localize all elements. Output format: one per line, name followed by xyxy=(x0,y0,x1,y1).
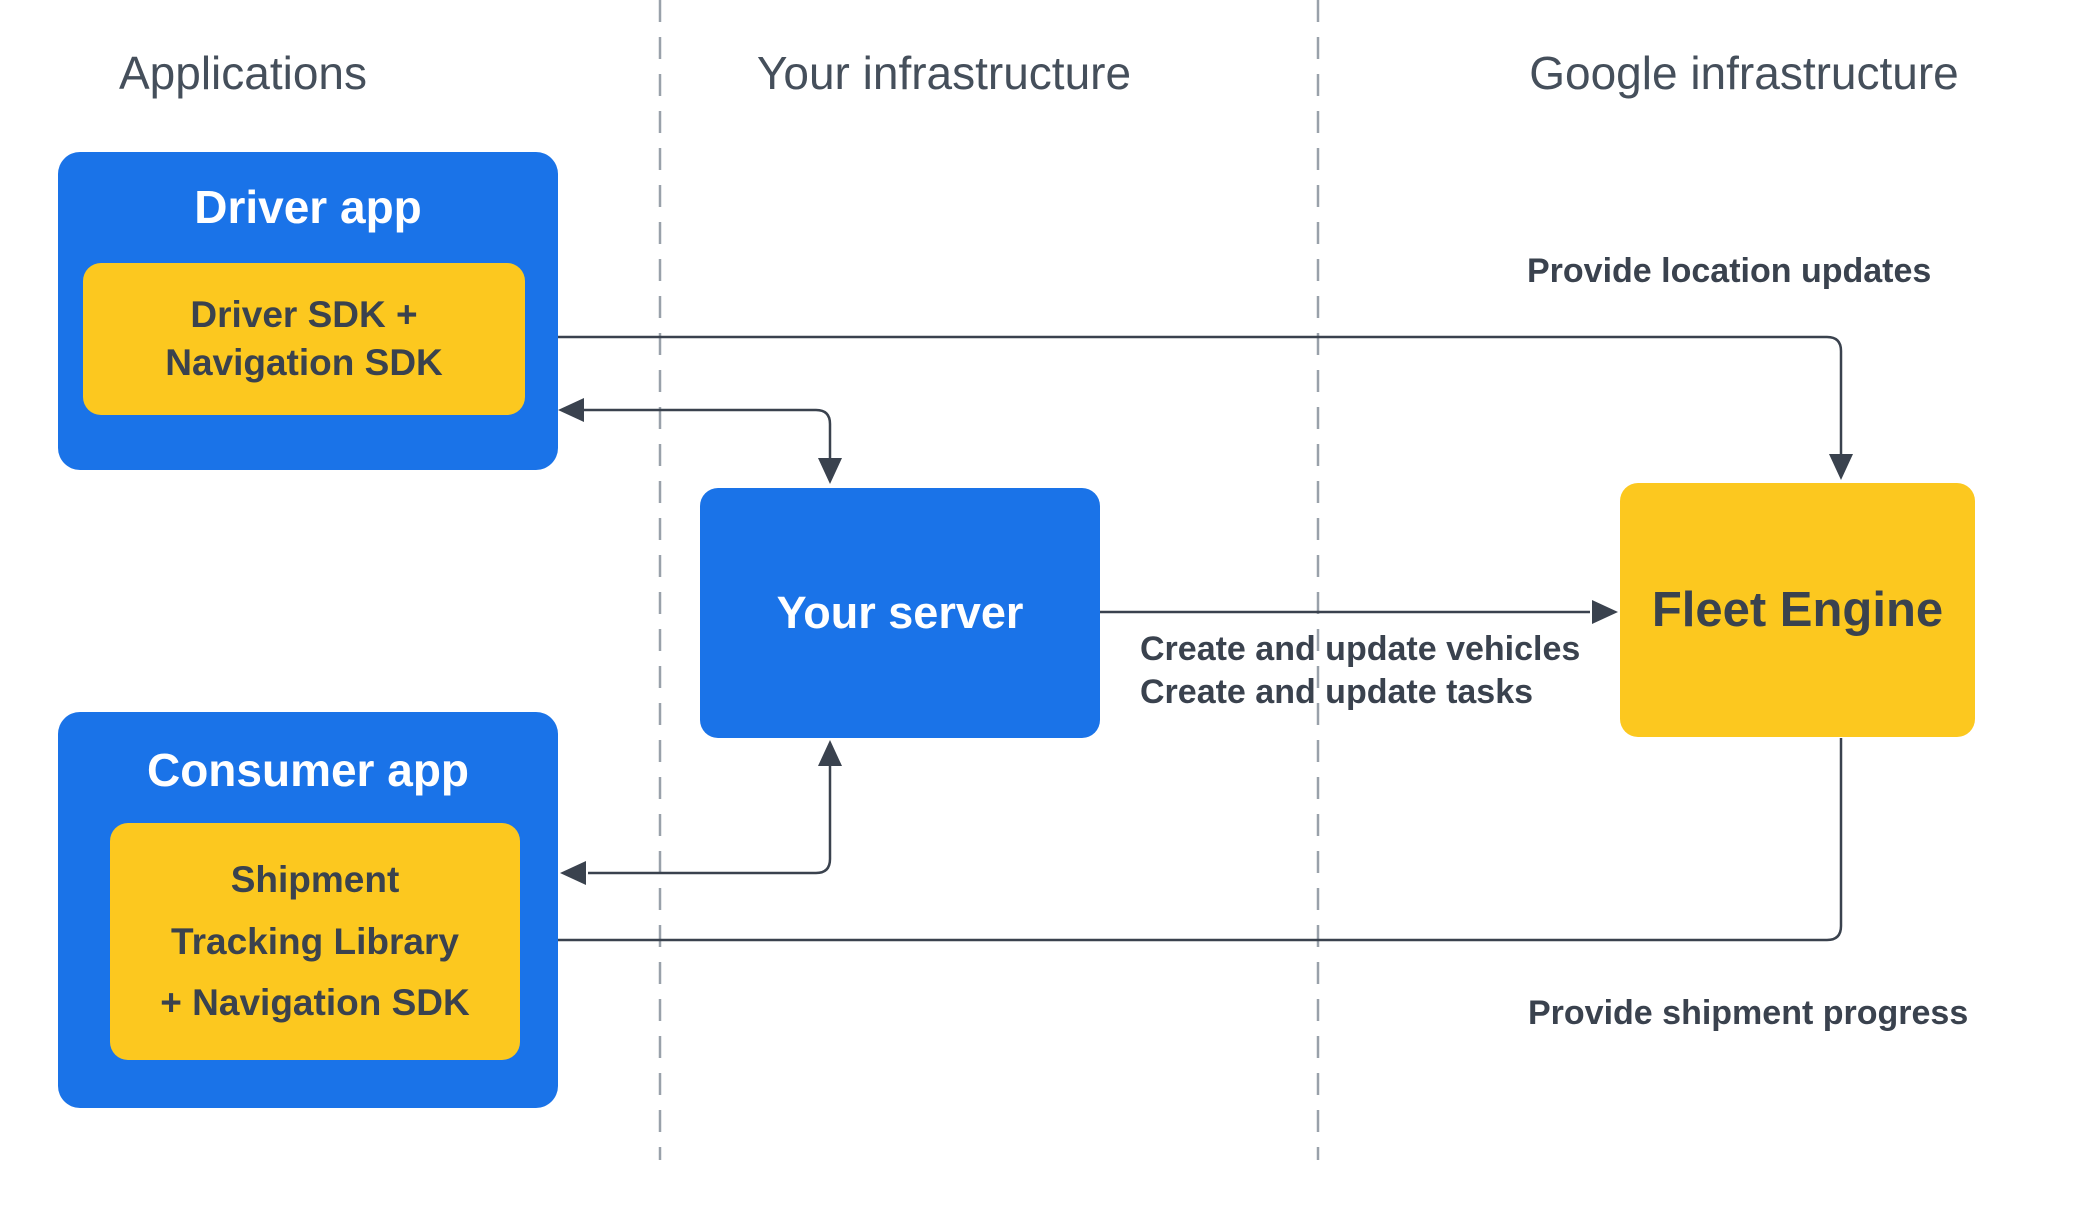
column-header-applications: Applications xyxy=(118,47,368,99)
arrow-location-updates-line xyxy=(553,335,1843,456)
driver-sdk-line-1: Driver SDK + xyxy=(190,293,418,335)
arrow-shipment-progress-line xyxy=(550,738,1843,942)
shipment-library-label: Shipment Tracking Library + Navigation S… xyxy=(160,849,469,1034)
consumer-app-title: Consumer app xyxy=(146,744,470,796)
node-fleet-engine: Fleet Engine xyxy=(1620,483,1975,737)
column-header-google-infrastructure: Google infrastructure xyxy=(1529,47,1959,99)
arrowhead-into-fleet-engine-top xyxy=(1829,454,1853,480)
label-create-update-tasks: Create and update tasks xyxy=(1140,672,1534,711)
node-driver-app: Driver app Driver SDK + Navigation SDK xyxy=(58,152,558,470)
label-provide-shipment-progress: Provide shipment progress xyxy=(1528,994,1969,1032)
node-consumer-app: Consumer app Shipment Tracking Library +… xyxy=(58,712,558,1108)
driver-app-title: Driver app xyxy=(194,181,422,233)
node-your-server: Your server xyxy=(700,488,1100,738)
column-header-your-infrastructure: Your infrastructure xyxy=(756,47,1132,99)
label-provide-location-updates: Provide location updates xyxy=(1527,252,1932,290)
arrowhead-into-your-server-top xyxy=(818,458,842,484)
shipment-library-line-1: Shipment xyxy=(230,858,400,900)
fleet-engine-title: Fleet Engine xyxy=(1651,583,1944,637)
label-create-update-vehicles: Create and update vehicles xyxy=(1140,630,1581,668)
driver-sdk-line-2: Navigation SDK xyxy=(165,342,443,383)
shipment-library-line-2: Tracking Library xyxy=(171,920,459,962)
arrowhead-into-driver-app xyxy=(558,398,584,422)
your-server-title: Your server xyxy=(776,587,1024,638)
node-shipment-tracking-library: Shipment Tracking Library + Navigation S… xyxy=(110,823,520,1060)
arrow-driver-app-server-line xyxy=(584,408,832,460)
arrow-consumer-app-server-line xyxy=(588,766,832,875)
arrowhead-into-fleet-engine-left xyxy=(1592,600,1618,624)
driver-sdk-label: Driver SDK + Navigation SDK xyxy=(165,291,443,387)
arrowhead-into-consumer-app xyxy=(560,861,586,885)
arrowhead-into-your-server-bottom xyxy=(818,740,842,766)
node-driver-sdk: Driver SDK + Navigation SDK xyxy=(83,263,525,415)
shipment-library-line-3: + Navigation SDK xyxy=(160,982,470,1024)
label-create-update: Create and update vehicles Create and up… xyxy=(1140,628,1580,714)
